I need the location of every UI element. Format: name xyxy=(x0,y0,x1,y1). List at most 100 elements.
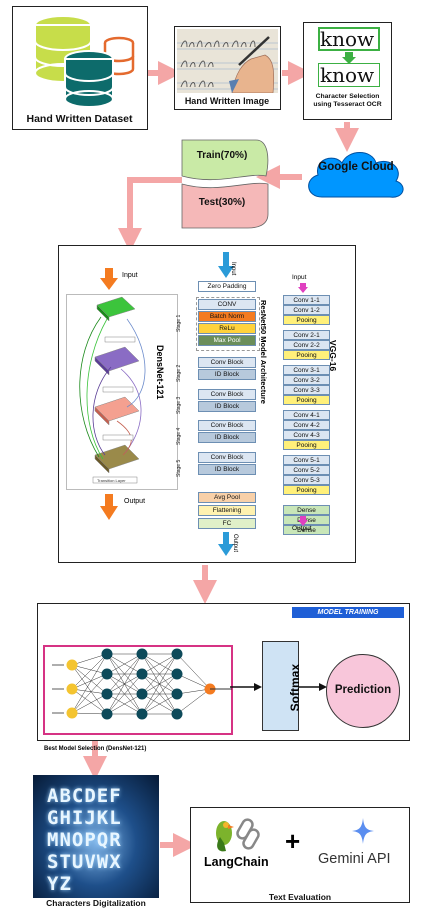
prediction-circle xyxy=(326,654,400,728)
train-label: Train(70%) xyxy=(196,150,248,161)
nn-edge xyxy=(106,673,143,715)
eval-label: Text Evaluation xyxy=(268,892,332,902)
resnet-title: ResNet50 Model Architecture xyxy=(259,300,268,404)
densenet-title: DensNet-121 xyxy=(155,345,165,400)
zero-padding-layer: Zero Padding xyxy=(198,281,256,292)
fc-layer: FC xyxy=(198,518,256,529)
vgg-input-arrow-icon xyxy=(298,283,308,293)
vgg-layer: Conv 4-1 xyxy=(283,410,330,420)
nn-node xyxy=(171,688,183,700)
nn-node xyxy=(136,708,148,720)
max-pool-layer: Max Pool xyxy=(198,335,256,346)
resnet-input-arrow-icon xyxy=(218,252,234,278)
nn-edge xyxy=(71,664,108,695)
stage4-id-block: ID Block xyxy=(198,432,256,443)
stage2-conv-block: Conv Block xyxy=(198,357,256,368)
word-digital-frame xyxy=(318,63,380,87)
conv-layer: CONV xyxy=(198,299,256,310)
nn-edge xyxy=(141,693,178,715)
nn-node xyxy=(66,707,78,719)
test-label: Test(30%) xyxy=(198,197,246,208)
langchain-label: LangChain xyxy=(204,855,269,869)
dataset-label: Hand Written Dataset xyxy=(26,113,133,125)
nn-node xyxy=(101,688,113,700)
nn-edge xyxy=(71,688,108,715)
word-original: know xyxy=(320,27,375,51)
vgg-layer: Conv 3-2 xyxy=(283,375,330,385)
nn-edge xyxy=(71,712,108,715)
vgg-layer: Pooing xyxy=(283,485,330,495)
character-row: GHIJKL xyxy=(47,807,122,829)
nn-node xyxy=(136,688,148,700)
dataset-box: Hand Written Dataset xyxy=(12,6,148,130)
stage3-id-block: ID Block xyxy=(198,401,256,412)
nn-edge xyxy=(141,653,178,695)
flattening-layer: Flattening xyxy=(198,505,256,516)
handwriting-image xyxy=(177,29,278,93)
nn-edge xyxy=(71,693,108,714)
vgg-layer: Conv 5-1 xyxy=(283,455,330,465)
nn-edge xyxy=(141,653,178,675)
nn-node xyxy=(136,668,148,680)
character-row: STUVWX xyxy=(47,851,122,873)
avg-pool-layer: Avg Pool xyxy=(198,492,256,503)
nn-edge xyxy=(106,653,143,695)
stage2-label: Stage 2 xyxy=(176,364,182,382)
prediction-label: Prediction xyxy=(334,684,392,696)
stage4-label: Stage 4 xyxy=(176,427,182,445)
nn-edge xyxy=(71,673,108,714)
word-digital: know xyxy=(320,63,375,87)
cloud-label: Google Cloud xyxy=(318,161,394,173)
character-row: ABCDEF xyxy=(47,785,122,807)
stage1-label: Stage 1 xyxy=(176,314,182,332)
vgg-layer: Dense xyxy=(283,525,330,535)
nn-edge xyxy=(71,664,108,675)
to-prediction-arrow-icon xyxy=(299,683,327,691)
densenet-output-arrow-icon xyxy=(100,494,118,520)
resnet-input-label: Input xyxy=(230,262,236,276)
vgg-output-arrow-icon xyxy=(298,516,308,526)
nn-edge xyxy=(176,688,211,715)
vgg-layer: Conv 2-1 xyxy=(283,330,330,340)
densenet-diagram: Transition Layer DensNet-121 xyxy=(66,294,178,490)
nn-node xyxy=(101,648,113,660)
resnet-output-arrow-icon xyxy=(218,532,234,556)
vgg-layer: Conv 1-1 xyxy=(283,295,330,305)
database-icon xyxy=(34,15,135,108)
densenet-output-label: Output xyxy=(124,498,146,505)
vgg-layer: Conv 4-2 xyxy=(283,420,330,430)
char-selection-box: know know Character Selection using Tess… xyxy=(303,22,392,120)
stage4-conv-block: Conv Block xyxy=(198,420,256,431)
vgg-layer: Dense xyxy=(283,505,330,515)
gemini-sparkle-icon xyxy=(352,818,374,844)
character-row: MNOPQR xyxy=(47,829,122,851)
nn-node xyxy=(136,648,148,660)
down-arrow-icon xyxy=(342,52,356,64)
transition-layer-label: Transition Layer xyxy=(97,478,126,483)
train-test-shapes xyxy=(181,139,269,229)
nn-edge xyxy=(71,664,108,715)
nn-edge xyxy=(71,688,108,695)
nn-edge xyxy=(176,673,211,690)
stage5-conv-block: Conv Block xyxy=(198,452,256,463)
resnet-output-label: Output xyxy=(232,534,238,553)
vgg-output-label: Output xyxy=(292,525,312,532)
vgg-layer: Conv 2-2 xyxy=(283,340,330,350)
nn-edge xyxy=(176,653,211,690)
densenet-blocks xyxy=(79,296,146,484)
nn-edge xyxy=(71,653,108,690)
nn-node xyxy=(66,683,78,695)
nn-node xyxy=(171,668,183,680)
densenet-input-arrow-icon xyxy=(100,268,118,290)
nn-edge xyxy=(176,688,211,695)
stage5-id-block: ID Block xyxy=(198,464,256,475)
characters-label: Characters Digitalization xyxy=(46,898,146,908)
char-selection-label: Character Selection using Tesseract OCR xyxy=(313,93,382,108)
nn-edge xyxy=(106,693,143,715)
relu-layer: ReLu xyxy=(198,323,256,334)
vgg-layer: Conv 3-1 xyxy=(283,365,330,375)
vgg-layer: Pooing xyxy=(283,350,330,360)
nn-edge xyxy=(141,673,178,715)
